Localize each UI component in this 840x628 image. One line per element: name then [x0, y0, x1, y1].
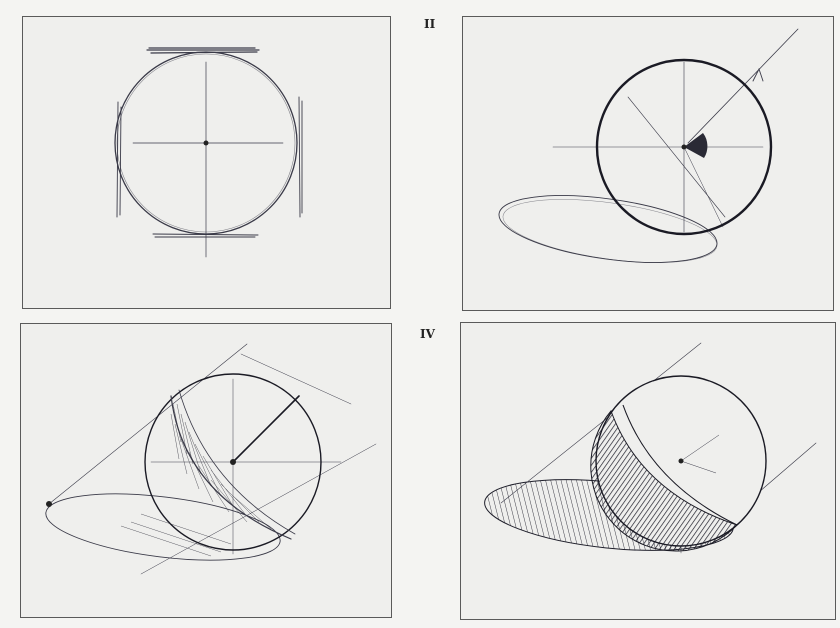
light-ray: [687, 28, 799, 144]
ray-start-point: [46, 501, 52, 507]
light-ray-lower: [140, 443, 377, 575]
light-direction-arrow: [232, 395, 300, 463]
right-edge-strokes: [298, 96, 303, 218]
center-point: [203, 140, 209, 146]
sketch-panel-1: [22, 16, 391, 309]
light-ray-upper: [48, 343, 248, 505]
shadow-construction-drawing: [498, 28, 799, 263]
panel-label-IV: IV: [420, 327, 435, 341]
center-point: [681, 144, 687, 150]
circle-construction-drawing: [114, 47, 303, 258]
terminator-curve: [622, 404, 738, 526]
center-point: [230, 459, 236, 465]
panel-label-II: II: [424, 17, 436, 31]
sketch-panel-4: [460, 322, 836, 620]
shadow-ellipse: [45, 493, 281, 561]
circle-outline: [595, 58, 773, 236]
shade-wedge: [684, 133, 708, 158]
ray-arrow: [752, 67, 764, 82]
light-ray-upper: [500, 342, 702, 504]
sphere-shadow-side: [590, 410, 738, 552]
hatch-shading: [120, 403, 272, 557]
full-shading-drawing: [484, 342, 817, 554]
circle-outline: [144, 373, 322, 551]
terminator-curve: [170, 395, 292, 540]
center-point: [678, 458, 684, 464]
partial-shading-drawing: [45, 343, 377, 575]
sketch-panel-3: [20, 323, 392, 618]
sketch-panel-2: [462, 16, 834, 311]
